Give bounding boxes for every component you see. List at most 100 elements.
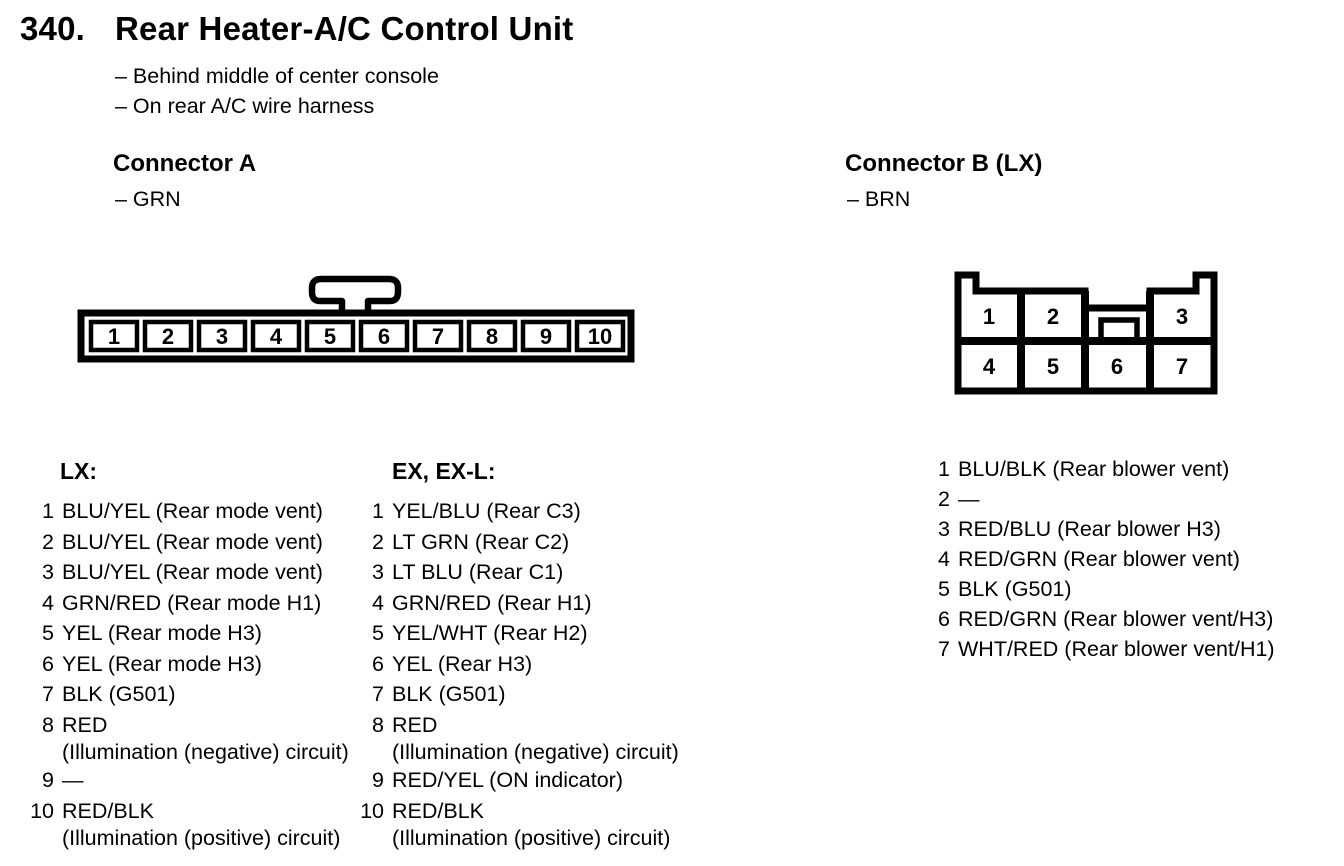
pin-cavity — [466, 319, 518, 353]
pin-number: 10 — [30, 798, 54, 823]
pin-number: 9 — [42, 768, 54, 792]
pin-wire: YEL/BLU (Rear C3) — [392, 499, 581, 523]
pin-wire: RED/BLU (Rear blower H3) — [958, 517, 1221, 541]
pin-cavity — [142, 319, 194, 353]
pin-row: 7 WHT/RED (Rear blower vent/H1) — [926, 634, 1275, 664]
pin-wire: YEL (Rear H3) — [392, 651, 533, 676]
pin-number: 3 — [372, 560, 384, 584]
pin-wire: BLU/YEL (Rear mode vent) — [62, 529, 323, 554]
pin-row: 8 RED — [360, 710, 679, 741]
list-header-lx: LX: — [60, 458, 98, 484]
pin-number: 4 — [938, 547, 950, 571]
pin-wire: BLK (G501) — [392, 682, 506, 706]
pin-row: 2 LT GRN (Rear C2) — [360, 527, 679, 558]
pin-number: 6 — [938, 607, 950, 631]
pin-number: 7 — [432, 324, 444, 349]
pin-wire: — — [958, 487, 980, 511]
pin-number: 5 — [42, 621, 54, 645]
connector-b-diagram: 1 2 3 4 5 6 7 — [954, 271, 1218, 395]
pin-wire: BLK (G501) — [62, 682, 176, 706]
pin-wire: WHT/RED (Rear blower vent/H1) — [958, 637, 1275, 661]
pin-row: 2— — [926, 484, 1275, 514]
pin-number: 1 — [108, 324, 120, 349]
location-note: – On rear A/C wire harness — [115, 94, 375, 118]
pin-number: 2 — [42, 529, 54, 554]
pin-wire: LT BLU (Rear C1) — [392, 560, 564, 584]
pin-number: 4 — [372, 590, 384, 615]
pin-number: 1 — [983, 304, 995, 329]
pin-row: 7 BLK (G501) — [30, 679, 349, 710]
pin-number: 4 — [270, 324, 283, 349]
pin-number: 1 — [372, 499, 384, 523]
pin-row: 4 RED/GRN (Rear blower vent) — [926, 544, 1275, 574]
pin-number: 3 — [938, 517, 950, 541]
pin-cavity — [358, 319, 410, 353]
pin-number: 6 — [378, 324, 390, 349]
section-number: 340. — [20, 10, 86, 47]
pin-wire: RED/GRN (Rear blower vent) — [958, 547, 1240, 571]
pin-number: 6 — [372, 651, 384, 676]
page-title: 340. Rear Heater-A/C Control Unit — [20, 10, 573, 48]
pin-wire: — — [62, 768, 84, 792]
location-notes: – Behind middle of center console – On r… — [115, 61, 439, 121]
pin-number: 3 — [1176, 304, 1188, 329]
pin-wire: YEL (Rear mode H3) — [62, 651, 262, 676]
list-header-ex: EX, EX-L: — [392, 458, 496, 484]
pin-row: 9 RED/YEL (ON indicator) — [360, 765, 679, 796]
connector-a-latch-tab — [308, 275, 402, 318]
connector-a-heading: Connector A — [113, 150, 257, 177]
pin-wire: RED/GRN (Rear blower vent/H3) — [958, 607, 1274, 631]
pin-row: 1 YEL/BLU (Rear C3) — [360, 496, 679, 527]
pin-wire: RED/BLK — [62, 798, 155, 823]
pin-number: 5 — [938, 577, 950, 601]
pin-wire: RED/YEL (ON indicator) — [392, 768, 623, 792]
location-note: – Behind middle of center console — [115, 64, 439, 88]
pin-number: 5 — [324, 324, 336, 349]
pin-wire: RED — [392, 712, 438, 737]
pin-number: 10 — [588, 324, 612, 349]
pin-number: 1 — [42, 499, 54, 523]
pin-number: 1 — [938, 457, 950, 481]
pin-number: 5 — [372, 621, 384, 645]
title-text: Rear Heater-A/C Control Unit — [115, 10, 574, 47]
pin-number: 8 — [372, 712, 384, 737]
pin-number: 4 — [42, 590, 54, 615]
pin-row: 2 BLU/YEL (Rear mode vent) — [30, 527, 349, 558]
pin-note: (Illumination (positive) circuit) — [62, 826, 341, 850]
pin-number: 9 — [540, 324, 552, 349]
pin-row: 6 RED/GRN (Rear blower vent/H3) — [926, 604, 1275, 634]
pin-number: 7 — [938, 637, 950, 661]
pin-row: 6 YEL (Rear H3) — [360, 649, 679, 680]
pin-wire: LT GRN (Rear C2) — [392, 529, 570, 554]
pin-number: 9 — [372, 768, 384, 792]
pin-note: (Illumination (negative) circuit) — [392, 740, 679, 764]
pin-cavity — [574, 319, 626, 353]
connector-a-diagram: 1 2 3 4 5 6 7 8 9 10 — [77, 275, 635, 363]
pin-number: 7 — [42, 682, 54, 706]
connector-b-grid-lines — [958, 291, 1214, 391]
pin-wire: BLU/YEL (Rear mode vent) — [62, 560, 323, 584]
pin-row: 9— — [30, 765, 349, 796]
pin-number: 8 — [486, 324, 498, 349]
pin-row: 10 RED/BLK — [30, 796, 349, 827]
pin-list-ex: 1 YEL/BLU (Rear C3) 2 LT GRN (Rear C2) 3 LT… — [360, 496, 679, 851]
connector-b-color-note: – BRN — [847, 187, 911, 211]
connector-b-heading: Connector B (LX) — [845, 150, 1043, 177]
pin-cavity — [412, 319, 464, 353]
pin-row: 3 RED/BLU (Rear blower H3) — [926, 514, 1275, 544]
pin-cavity — [250, 319, 302, 353]
pin-cavity — [304, 319, 356, 353]
pin-number: 2 — [372, 529, 384, 554]
pin-number: 7 — [1176, 354, 1188, 379]
